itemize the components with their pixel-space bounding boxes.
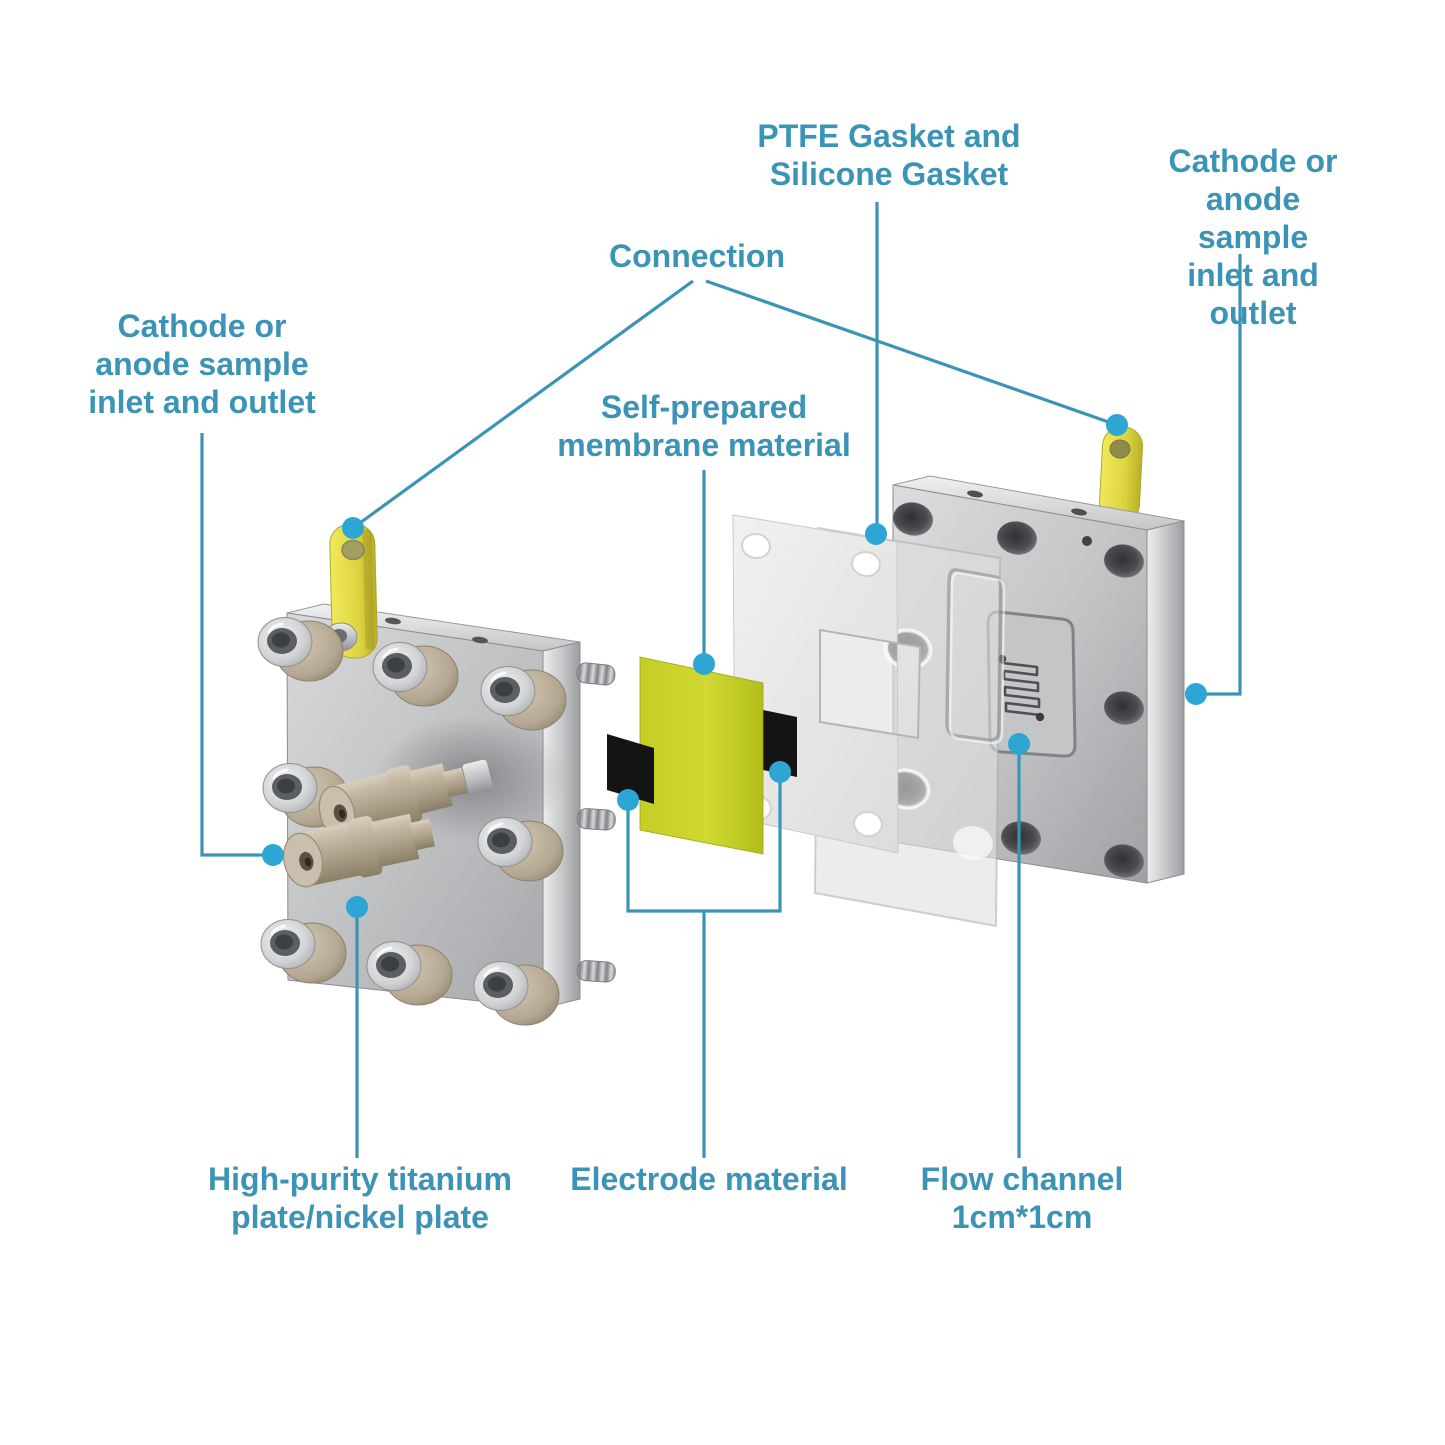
pin-hole [1082, 536, 1092, 546]
bolt [480, 666, 567, 731]
label-titanium-plate: High-purity titanium plate/nickel plate [208, 1161, 512, 1235]
leader-dot [346, 896, 368, 918]
bolt [372, 642, 459, 707]
label-electrode: Electrode material [570, 1161, 848, 1197]
leader-dots [262, 414, 1207, 918]
flow-field-boss [986, 610, 1077, 758]
label-ptfe-gasket: PTFE Gasket and Silicone Gasket [757, 118, 1021, 192]
tie-rod-screws [576, 662, 616, 983]
plate-bolts [257, 617, 567, 1026]
bolt [473, 961, 560, 1026]
leader-connection-right [705, 279, 1118, 427]
leader-dot [342, 517, 364, 539]
tab-hole [341, 539, 365, 561]
label-membrane: Self-prepared membrane material [557, 389, 851, 463]
tab-hole [1109, 439, 1131, 459]
leader-cathode-right [1196, 254, 1242, 696]
leader-dot [1106, 414, 1128, 436]
label-cathode-left: Cathode or anode sample inlet and outlet [88, 308, 316, 420]
connection-tab-right [1098, 426, 1144, 524]
leader-dot [693, 653, 715, 675]
bolt [257, 617, 344, 682]
bolt [366, 941, 453, 1006]
leader-cathode-left [200, 433, 273, 857]
inlet-outlet-fittings [282, 758, 494, 888]
leader-dot [262, 844, 284, 866]
label-flow-channel: Flow channel 1cm*1cm [920, 1161, 1124, 1235]
membrane-sheet [639, 656, 764, 855]
electrode-left [607, 734, 654, 804]
leader-connection-left [352, 279, 694, 530]
bolt [260, 919, 347, 984]
leader-dot [1008, 733, 1030, 755]
left-end-plate [257, 523, 616, 1026]
bolt [477, 817, 564, 882]
fitting-lower [282, 813, 436, 888]
leader-dot [1185, 683, 1207, 705]
right-plate-side-face [1146, 520, 1185, 884]
bolt [262, 763, 349, 828]
electrode-right [763, 710, 797, 777]
label-cathode-right: Cathode or anode sample inlet and outlet [1168, 143, 1338, 331]
leader-lines [200, 202, 1242, 1158]
leader-dot [865, 523, 887, 545]
label-connection: Connection [609, 238, 785, 274]
leader-dot [617, 789, 639, 811]
leader-dot [769, 761, 791, 783]
